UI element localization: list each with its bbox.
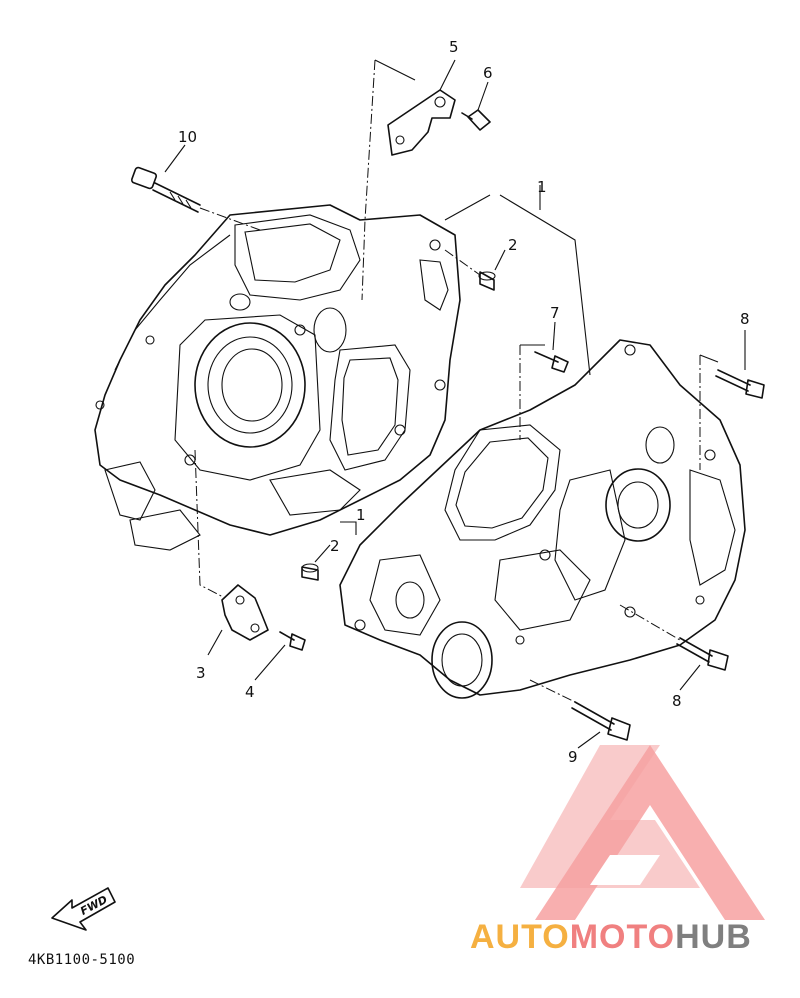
right-crankcase-half	[339, 339, 746, 699]
dowel-pin-part-2-bottom	[301, 563, 319, 581]
callout-3: 3	[196, 664, 206, 682]
bolt-part-9	[571, 701, 631, 741]
bracket-part-5	[387, 89, 456, 156]
callout-8-bottom: 8	[672, 692, 682, 710]
callout-10: 10	[178, 128, 197, 146]
automotohub-wordmark: AUTOMOTOHUB	[470, 918, 752, 956]
callout-4: 4	[245, 683, 255, 701]
bolt-part-4	[279, 631, 306, 651]
wordmark-hub: HUB	[675, 918, 752, 956]
callout-6: 6	[483, 64, 493, 82]
bolt-part-8-bottom	[676, 637, 729, 671]
fwd-arrow-icon: FWD	[51, 887, 116, 931]
dowel-pin-part-2-top	[478, 271, 496, 291]
callout-numbers: 1 2 5 6 10 7 8 1 2 3 4 8 9	[178, 38, 750, 766]
callout-7: 7	[550, 304, 560, 322]
bolt-part-8-top	[715, 369, 765, 399]
bracket-part-3	[221, 584, 269, 641]
wordmark-moto: MOTO	[570, 918, 675, 956]
callout-8-top: 8	[740, 310, 750, 328]
callout-1-mid: 1	[356, 506, 366, 524]
callout-2-top: 2	[508, 236, 518, 254]
callout-5: 5	[449, 38, 459, 56]
callout-1-top: 1	[537, 178, 547, 196]
leader-lines	[164, 59, 746, 749]
callout-2-mid: 2	[330, 537, 340, 555]
diagram-code: 4KB1100-5100	[28, 952, 135, 968]
bolt-part-6	[461, 109, 491, 131]
callout-9: 9	[568, 748, 578, 766]
long-bolt-part-10	[130, 166, 201, 213]
bolt-part-7	[534, 351, 569, 373]
wordmark-auto: AUTO	[470, 918, 570, 956]
left-crankcase-half	[94, 204, 461, 551]
automotohub-logo-mark	[520, 745, 765, 920]
